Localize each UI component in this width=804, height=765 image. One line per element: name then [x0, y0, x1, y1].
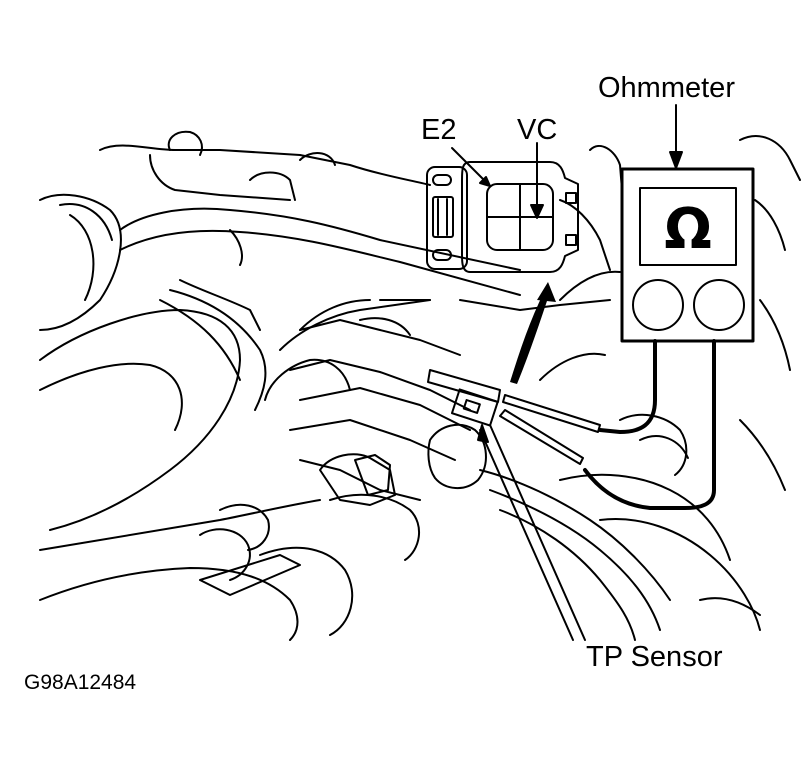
e2-terminal-label: E2 — [421, 114, 457, 146]
probe-right — [499, 409, 584, 465]
engine-background-lines — [39, 130, 801, 641]
ohmmeter-display — [639, 187, 737, 266]
ohmmeter-body — [620, 167, 755, 343]
figure-code: G98A12484 — [24, 671, 137, 694]
tp-sensor-leader-2 — [489, 424, 586, 641]
ohmmeter — [620, 167, 755, 343]
connector-diagram — [426, 161, 579, 273]
e2-leader — [451, 147, 489, 185]
probe-leads — [499, 339, 716, 510]
ohmmeter-jack-left — [632, 279, 684, 331]
ohm-symbol-icon: Ω — [664, 196, 712, 262]
probe-left — [502, 394, 601, 433]
ohmmeter-label: Ohmmeter — [598, 72, 735, 104]
tp-sensor-leader-1 — [479, 429, 574, 641]
lead-right — [583, 339, 716, 510]
lead-left — [598, 339, 657, 434]
ohmmeter-jack-right — [693, 279, 745, 331]
tp-sensor-label: TP Sensor — [586, 641, 723, 673]
connector-flip-arrow — [510, 290, 550, 384]
vc-terminal-label: VC — [517, 114, 558, 146]
leader-arrows — [451, 104, 683, 641]
tp-sensor-connector — [427, 369, 501, 427]
